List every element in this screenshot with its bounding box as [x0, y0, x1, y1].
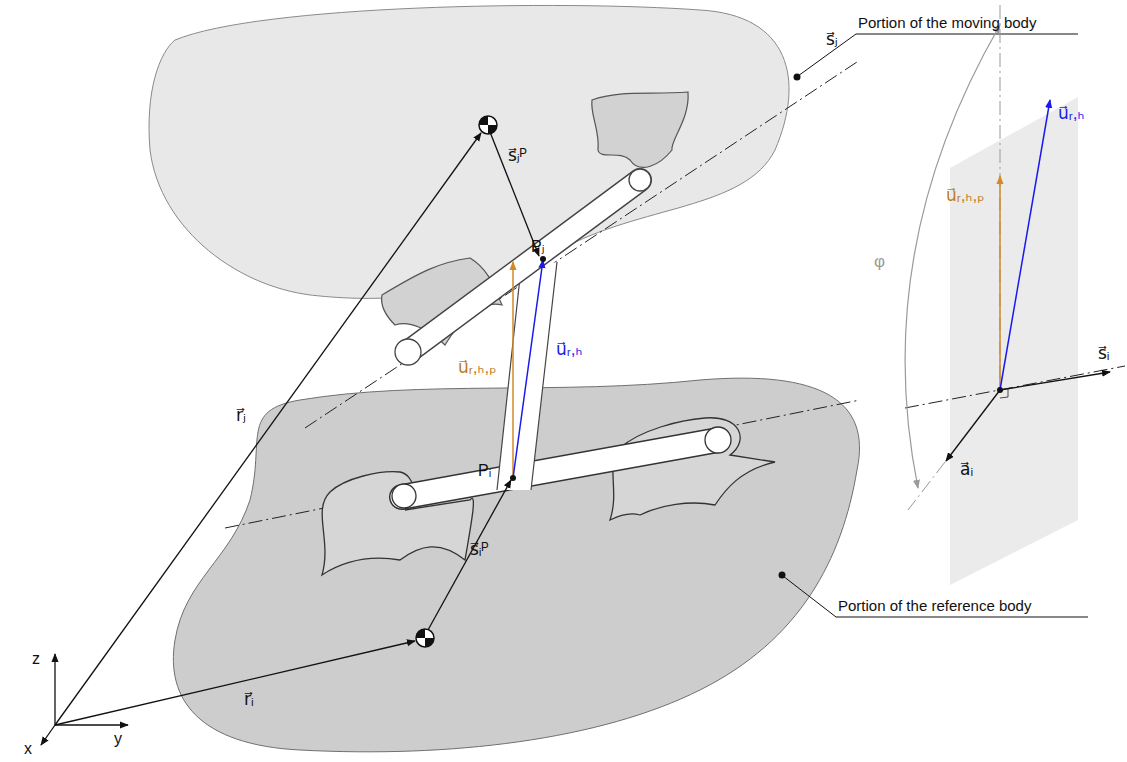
- vector-label: a⃗ᵢ: [960, 460, 973, 480]
- point-dot: [540, 256, 546, 262]
- leader-line: [836, 617, 1088, 618]
- vector-arrow: [946, 390, 1000, 461]
- frame-axis: [41, 725, 55, 745]
- point-label: Pⱼ: [531, 238, 544, 256]
- moving-pin: [408, 180, 640, 352]
- mass-centre: [416, 629, 434, 647]
- vector-label: r⃗ᵢ: [244, 690, 254, 710]
- point-dot: [997, 387, 1003, 393]
- vector-label: r⃗ⱼ: [236, 406, 246, 426]
- vector-label: u⃗ᵣ,ₕ: [1058, 104, 1084, 124]
- blue-vector: [513, 260, 543, 478]
- connecting-link: [531, 262, 557, 490]
- axis-label: z: [32, 650, 40, 668]
- mass-centre: [416, 629, 434, 647]
- mass-centre: [479, 116, 497, 134]
- vector-arrow: [428, 480, 511, 630]
- inset-axis: [905, 366, 1125, 408]
- vector-arrow: [55, 641, 415, 725]
- normal-plane: [950, 97, 1078, 585]
- angle-arc: [905, 25, 1000, 488]
- angle-label: φ: [874, 252, 885, 272]
- inset-axis: [1000, 5, 1001, 390]
- point-label: Pᵢ: [478, 462, 491, 480]
- vector-arrow: [55, 133, 481, 725]
- blue-vector: [1000, 100, 1050, 390]
- pin-end: [395, 339, 421, 365]
- vector-arrow: [1000, 372, 1110, 390]
- inset-axis: [908, 462, 945, 510]
- leader-dot: [794, 74, 801, 81]
- axis-label: x: [24, 740, 32, 758]
- leader-line: [856, 34, 1078, 35]
- pin-end: [705, 427, 731, 453]
- vector-label: u⃗ᵣ,ₕ,ₚ: [946, 186, 984, 206]
- vector-label: s⃗ᵢ: [1098, 344, 1110, 364]
- pin-end: [629, 169, 651, 191]
- reference-axis: [225, 400, 860, 528]
- axis-label: y: [114, 730, 122, 748]
- frame-axis: [54, 654, 55, 725]
- vector-label: u⃗ᵣ,ₕ,ₚ: [458, 358, 496, 378]
- reference-pin: [402, 440, 718, 497]
- callout-label: Portion of the reference body: [838, 597, 1031, 614]
- reference-pin: [402, 440, 718, 497]
- point-dot: [510, 475, 516, 481]
- orange-vector: [512, 262, 514, 478]
- moving-pin: [408, 180, 640, 352]
- pin-end: [392, 484, 416, 508]
- moving-axis: [305, 60, 860, 428]
- vector-label: u⃗ᵣ,ₕ: [556, 340, 582, 360]
- frame-axis: [55, 724, 128, 725]
- callout-label: Portion of the moving body: [858, 14, 1036, 31]
- vector-arrow: [490, 132, 539, 256]
- clevis-bracket: [592, 92, 688, 167]
- vector-label: s⃗ᵢᴾ: [470, 540, 489, 560]
- leader-line: [783, 576, 836, 617]
- orange-vector: [999, 176, 1001, 390]
- leader-dot: [779, 572, 786, 579]
- mass-centre: [479, 116, 497, 134]
- connecting-link: [497, 268, 521, 490]
- vector-label: s⃗ⱼ: [826, 30, 838, 50]
- moving-body: [149, 5, 789, 298]
- vector-label: s⃗ⱼᴾ: [508, 146, 527, 166]
